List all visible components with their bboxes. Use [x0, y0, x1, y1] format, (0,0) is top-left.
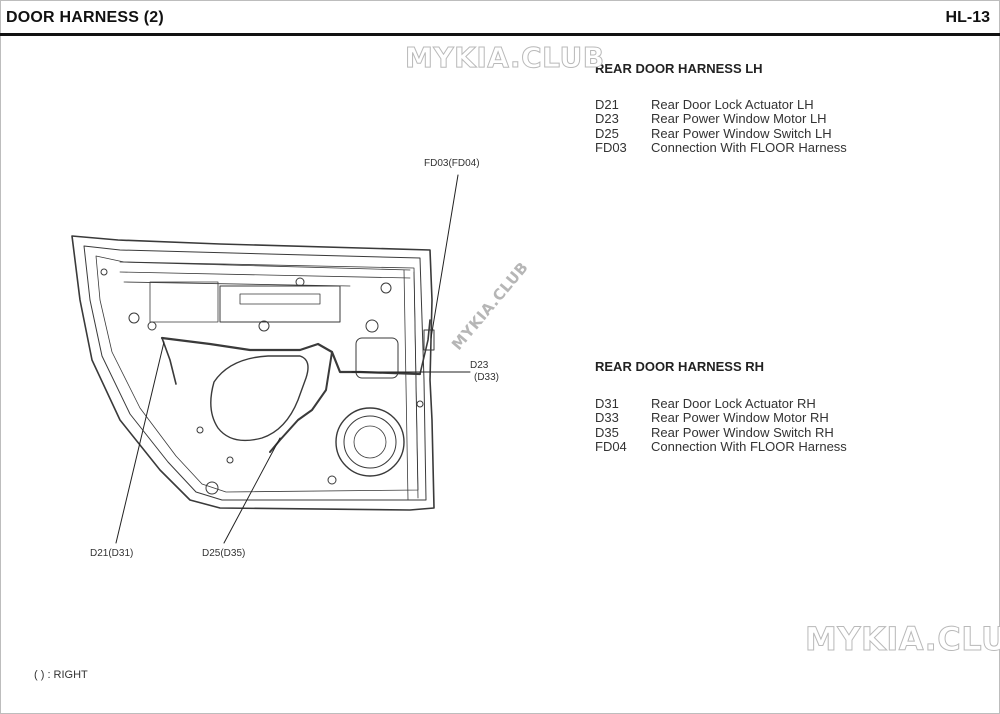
legend-row: D23 Rear Power Window Motor LH	[595, 111, 847, 127]
legend-row: D31 Rear Door Lock Actuator RH	[595, 396, 847, 411]
legend-code: D23	[595, 111, 619, 127]
legend-row: D21 Rear Door Lock Actuator LH	[595, 97, 847, 112]
regulator-opening	[210, 355, 309, 442]
door-inner-edge	[83, 245, 427, 501]
fd-connector	[423, 329, 435, 351]
legend-row: D25 Rear Power Window Switch LH	[595, 125, 847, 141]
legend-desc: Rear Door Lock Actuator RH	[651, 396, 816, 411]
callout-d25: D25(D35)	[202, 548, 246, 559]
right-edge-channel	[403, 269, 419, 501]
legend-desc: Rear Power Window Switch RH	[651, 424, 834, 440]
legend-code: D33	[595, 410, 619, 426]
door-outer-panel	[71, 235, 435, 511]
lh-legend: D21 Rear Door Lock Actuator LH D23 Rear …	[595, 97, 847, 155]
leader-d25	[223, 437, 281, 544]
harness-to-connector	[419, 319, 431, 375]
legend-code: FD04	[595, 438, 627, 454]
lh-section-title: REAR DOOR HARNESS LH	[595, 61, 763, 76]
top-rail	[119, 261, 411, 287]
legend-code: D25	[595, 125, 619, 141]
legend-desc: Rear Door Lock Actuator LH	[651, 97, 814, 112]
bolt	[100, 268, 108, 276]
watermark-bottom: MYKIA.CLUB	[804, 620, 1000, 659]
legend-row: FD04 Connection With FLOOR Harness	[595, 438, 847, 454]
upper-bracket	[219, 285, 341, 323]
legend-code: D31	[595, 396, 619, 411]
page-title: DOOR HARNESS (2)	[6, 9, 164, 26]
legend-row: D35 Rear Power Window Switch RH	[595, 424, 847, 440]
legend-row: D33 Rear Power Window Motor RH	[595, 410, 847, 426]
callout-d33: (D33)	[474, 372, 500, 383]
bolt	[258, 320, 270, 332]
legend-desc: Connection With FLOOR Harness	[651, 139, 847, 155]
watermark-top: MYKIA.CLUB	[405, 41, 605, 75]
legend-desc: Rear Power Window Motor RH	[651, 410, 829, 426]
leader-d21	[115, 341, 165, 544]
footnote: ( ) : RIGHT	[34, 669, 88, 681]
harness-branch-down	[269, 351, 333, 453]
harness-branch-left	[161, 337, 177, 385]
bolt	[226, 456, 234, 464]
legend-code: D21	[595, 97, 619, 112]
bolt	[327, 475, 337, 485]
bolt	[416, 400, 424, 408]
callout-fd03: FD03(FD04)	[424, 158, 480, 169]
speaker-outer	[335, 407, 405, 477]
page-number: HL-13	[945, 9, 990, 26]
door-inner-edge-2	[95, 255, 419, 493]
bolt	[196, 426, 204, 434]
upper-bracket-slot	[239, 293, 321, 305]
legend-row: FD03 Connection With FLOOR Harness	[595, 139, 847, 155]
header-rule	[0, 33, 1000, 36]
speaker-inner	[353, 425, 387, 459]
bolt	[295, 277, 305, 287]
legend-code: FD03	[595, 139, 627, 155]
speaker-mid	[343, 415, 397, 469]
bolt	[205, 481, 219, 495]
legend-desc: Rear Power Window Switch LH	[651, 125, 832, 141]
bolt	[147, 321, 157, 331]
bolt	[365, 319, 379, 333]
leader-fd	[430, 174, 459, 339]
page-header: DOOR HARNESS (2) HL-13	[0, 0, 1000, 36]
upper-left-box	[149, 281, 219, 323]
legend-desc: Rear Power Window Motor LH	[651, 111, 827, 127]
rh-section-title: REAR DOOR HARNESS RH	[595, 359, 765, 374]
legend-code: D35	[595, 424, 619, 440]
rh-legend: D31 Rear Door Lock Actuator RH D33 Rear …	[595, 396, 847, 454]
legend-desc: Connection With FLOOR Harness	[651, 438, 847, 454]
callout-d21: D21(D31)	[90, 548, 134, 559]
bolt	[380, 282, 392, 294]
lock-module	[355, 337, 399, 379]
bolt	[128, 312, 140, 324]
door-harness-diagram	[71, 174, 471, 544]
callout-d23: D23	[470, 360, 489, 371]
